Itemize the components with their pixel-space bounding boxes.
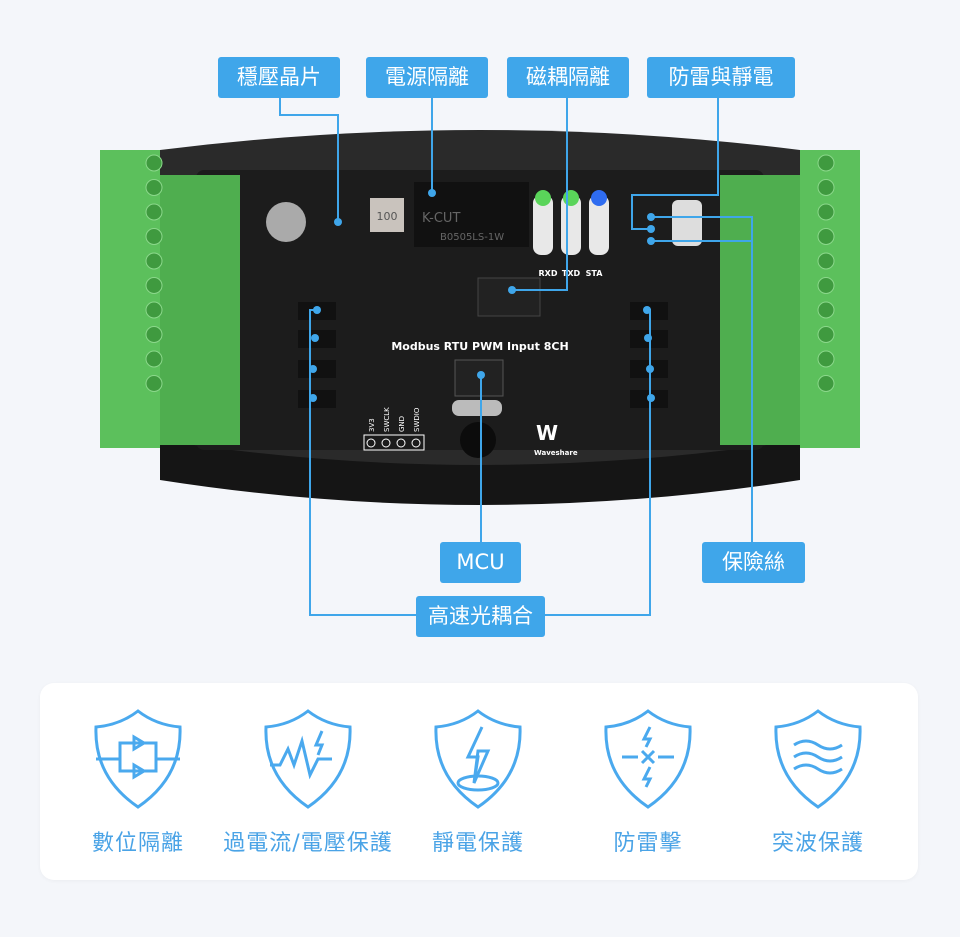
waveshare-logo: W — [536, 421, 558, 445]
capacitor — [266, 202, 306, 242]
terminal-screw — [817, 277, 835, 294]
surge-shield-icon — [774, 709, 862, 809]
status-leds — [533, 190, 609, 255]
product-diagram: 100 K-CUT B0505LS-1W RXD TXD STA Modbus … — [100, 98, 860, 616]
leader-lines — [279, 98, 753, 616]
inductor — [370, 198, 404, 232]
terminal-screw — [817, 154, 835, 172]
fuse — [672, 200, 702, 246]
callout-optocoupler: 高速光耦合 — [416, 596, 545, 637]
callout-power-isolation: 電源隔離 — [366, 57, 488, 98]
svg-text:GND: GND — [398, 416, 406, 432]
terminal-screw — [817, 350, 835, 368]
board-illustration: 100 K-CUT B0505LS-1W RXD TXD STA Modbus … — [100, 98, 860, 616]
svg-text:Modbus RTU PWM Input 8CH: Modbus RTU PWM Input 8CH — [391, 340, 568, 353]
feature-digital-isolation: 數位隔離 — [50, 707, 226, 857]
feature-overcurrent: 過電流/電壓保護 — [220, 707, 396, 857]
svg-text:STA: STA — [586, 269, 604, 278]
svg-text:Waveshare: Waveshare — [534, 449, 578, 457]
svg-text:3V3: 3V3 — [368, 418, 376, 432]
terminal-screw — [145, 252, 163, 270]
left-terminal-block — [100, 150, 240, 448]
crystal — [452, 400, 502, 416]
swd-header — [363, 434, 425, 451]
right-terminal-block — [720, 150, 860, 448]
terminal-screw — [145, 375, 163, 392]
feature-lightning: 防雷擊 — [560, 707, 736, 857]
callout-mcu: MCU — [440, 542, 521, 583]
features-card: 數位隔離 過電流/電壓保護 靜電保護 防雷擊 突波保護 — [40, 683, 918, 880]
callout-magnetic-isolation: 磁耦隔離 — [507, 57, 629, 98]
callout-fuse: 保險絲 — [702, 542, 805, 583]
terminal-screw — [145, 154, 163, 172]
lightning-shield-icon — [604, 709, 692, 809]
magnetic-isolator-chip — [477, 277, 541, 317]
terminal-screw — [145, 277, 163, 294]
overcurrent-shield-icon — [264, 709, 352, 809]
terminal-screw — [817, 301, 835, 319]
svg-text:SWCLK: SWCLK — [383, 407, 391, 432]
terminal-screw — [817, 179, 835, 196]
feature-surge: 突波保護 — [730, 707, 906, 857]
svg-text:100: 100 — [377, 210, 398, 223]
terminal-screw — [817, 326, 835, 343]
terminal-screw — [145, 350, 163, 368]
esd-shield-icon — [434, 709, 522, 809]
terminal-screw — [145, 301, 163, 319]
leader-dots — [309, 189, 655, 402]
svg-text:RXD: RXD — [539, 269, 558, 278]
feature-esd: 靜電保護 — [390, 707, 566, 857]
terminal-screw — [817, 228, 835, 245]
terminal-screw — [145, 179, 163, 196]
terminal-screw — [145, 228, 163, 245]
svg-text:B0505LS-1W: B0505LS-1W — [440, 232, 504, 243]
terminal-screw — [817, 203, 835, 221]
digital-isolation-shield-icon — [94, 709, 182, 809]
svg-text:SWDIO: SWDIO — [413, 407, 421, 432]
terminal-screw — [145, 326, 163, 343]
callout-regulator-chip: 穩壓晶片 — [218, 57, 340, 98]
terminal-screw — [145, 203, 163, 221]
svg-text:K-CUT: K-CUT — [422, 211, 460, 226]
terminal-screw — [817, 375, 835, 392]
svg-text:TXD: TXD — [562, 269, 581, 278]
terminal-screw — [817, 252, 835, 270]
callout-surge-esd: 防雷與靜電 — [647, 57, 795, 98]
